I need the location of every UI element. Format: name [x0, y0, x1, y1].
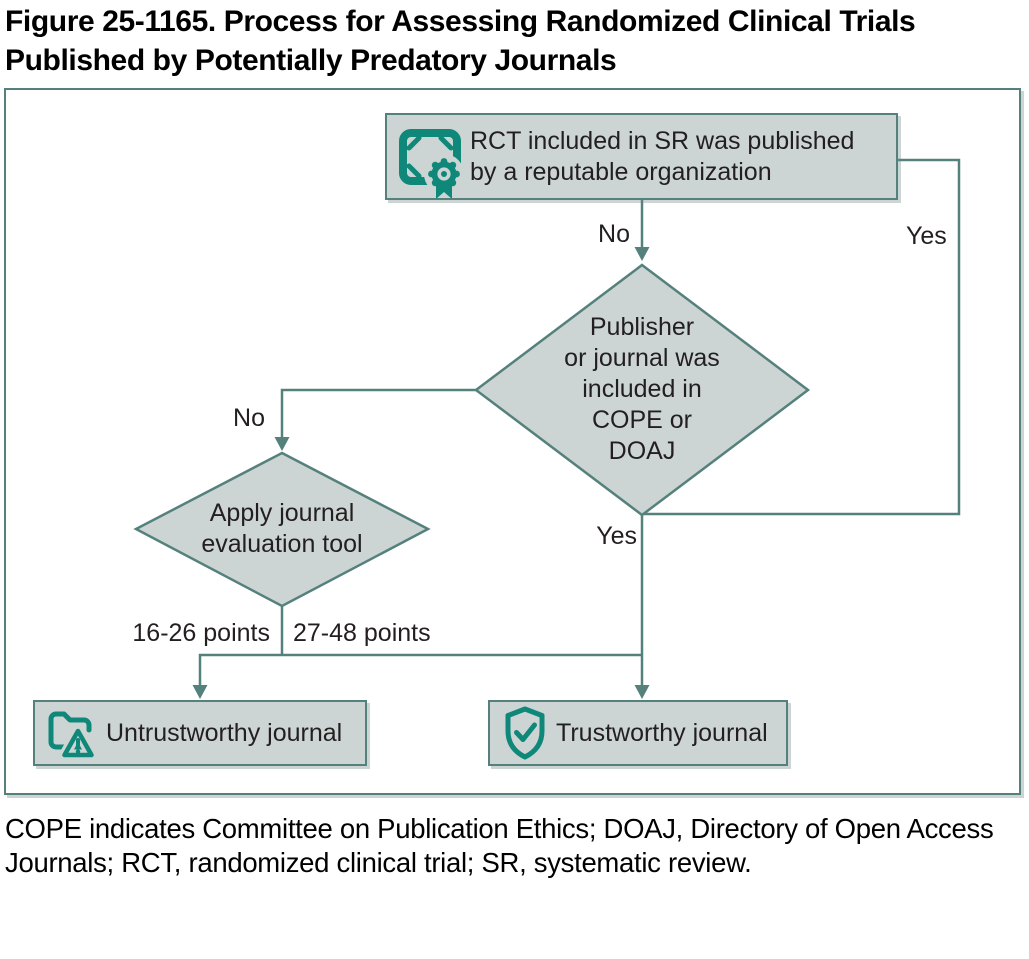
decision-registry-line2: or journal was: [564, 344, 720, 372]
outcome-trustworthy-box: Trustworthy journal: [488, 700, 788, 766]
outcome-untrustworthy-box: Untrustworthy journal: [33, 700, 367, 766]
arrowhead-to-tool-diamond: [274, 437, 290, 451]
edge-label-points-high: 27-48 points: [293, 619, 431, 647]
decision-tool-line1: Apply journal: [209, 499, 355, 527]
arrowhead-to-untrustworthy: [192, 685, 208, 699]
decision-registry-line3: included in: [582, 375, 702, 403]
decision-tool-line2: evaluation tool: [201, 530, 363, 558]
edge-label-no-top: No: [598, 220, 630, 248]
edge-yes-right-line: [644, 158, 961, 516]
decision-registry-line1: Publisher: [589, 313, 695, 341]
edge-label-yes-bottom: Yes: [596, 522, 637, 550]
shield-check-icon: [505, 706, 545, 760]
start-box: RCT included in SR was published by a re…: [385, 113, 898, 200]
decision-tool-text: Apply journal evaluation tool: [142, 498, 422, 560]
start-box-line1: RCT included in SR was published: [470, 126, 855, 155]
diagram-frame: [4, 88, 1021, 795]
decision-registry-line4: COPE or: [591, 406, 693, 434]
edge-label-no-left: No: [233, 404, 265, 432]
edge-label-points-low: 16-26 points: [132, 619, 270, 647]
decision-registry-diamond: [473, 263, 811, 517]
edge-label-yes-right: Yes: [906, 222, 947, 250]
decision-registry-line5: DOAJ: [608, 437, 676, 465]
edge-no-left-line: [280, 388, 477, 439]
arrowhead-to-trustworthy: [634, 685, 650, 699]
decision-registry-text: Publisher or journal was included in COP…: [492, 312, 792, 467]
certificate-icon: [399, 128, 461, 199]
outcome-trustworthy-label: Trustworthy journal: [556, 718, 768, 747]
start-box-line2: by a reputable organization: [470, 157, 772, 186]
figure-title: Figure 25-1165. Process for Assessing Ra…: [5, 5, 916, 77]
decision-tool-diamond: [133, 451, 431, 608]
arrowhead-to-registry-diamond: [634, 247, 650, 261]
start-box-text: RCT included in SR was published by a re…: [470, 126, 854, 188]
folder-alert-icon: [48, 711, 97, 761]
figure-footnote: COPE indicates Committee on Publication …: [5, 813, 994, 878]
outcome-untrustworthy-label: Untrustworthy journal: [106, 718, 343, 747]
